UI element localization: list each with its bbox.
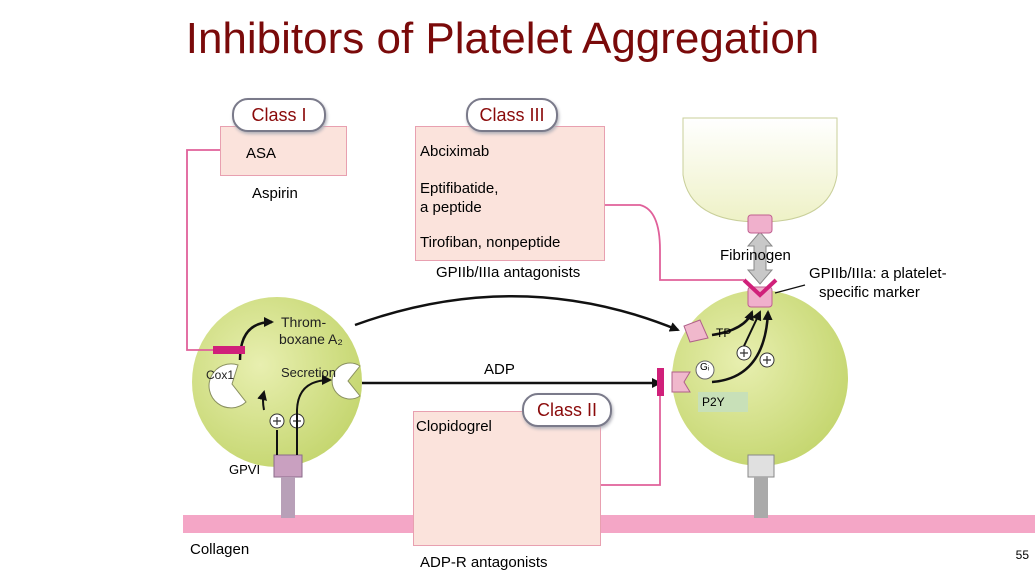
eptifibatide-subtitle: a peptide [420, 199, 482, 216]
asa-label: ASA [246, 145, 277, 162]
page-title: Inhibitors of Platelet Aggregation [185, 14, 820, 63]
aspirin-caption: Aspirin [252, 185, 298, 202]
adp-label: ADP [484, 361, 515, 378]
adp-r-antagonists-caption: ADP-R antagonists [420, 554, 548, 571]
class-i-badge: Class I [232, 98, 326, 132]
thromboxane-label-2: boxane A₂ [279, 331, 343, 347]
tp-receptor [683, 319, 709, 343]
class-ii-connector [600, 383, 661, 486]
gi-marker [695, 360, 715, 380]
thromboxane-to-tp-arrow [354, 294, 680, 332]
gpiib-antagonists-caption: GPIIb/IIIa antagonists [436, 264, 581, 281]
right-receptor [747, 454, 775, 478]
cox1-enzyme [208, 363, 247, 409]
marker-pointer-line [774, 284, 806, 294]
gpiib-receptor-top [747, 214, 773, 234]
clopidogrel-block-mark [657, 368, 664, 396]
tirofiban-label: Tirofiban, nonpeptide [420, 234, 561, 251]
p2y-label: P2Y [702, 395, 725, 409]
class-i-connector [186, 149, 230, 351]
class-iii-badge: Class III [466, 98, 558, 132]
thromboxane-label: Throm- [281, 314, 327, 330]
secretion-arrow [296, 375, 332, 455]
plus-to-receptor-arrow [743, 310, 762, 347]
class-ii-badge: Class II [522, 393, 612, 427]
secretion-label: Secretion [281, 365, 336, 380]
eptifibatide-label: Eptifibatide, [420, 180, 499, 197]
thromboxane-arrow [238, 317, 274, 361]
right-receptor-stalk [754, 477, 768, 518]
fibrinogen-label: Fibrinogen [720, 247, 791, 264]
gp-marker-label-2: specific marker [819, 284, 920, 301]
class-ii-box [413, 411, 601, 546]
tp-label: TP [716, 326, 732, 340]
secretion-site [331, 362, 361, 400]
collagen-band [183, 515, 1035, 533]
gp-marker-label: GPIIb/IIIa: a platelet- [809, 265, 947, 282]
fibrinogen-bridge [746, 231, 774, 285]
left-platelet [192, 297, 362, 467]
gpvi-receptor [273, 454, 303, 478]
gi-signal-arrow [711, 310, 773, 384]
collagen-label: Collagen [190, 541, 250, 558]
tp-signal-arrow [711, 310, 754, 337]
gpvi-stalk [281, 477, 295, 518]
abciximab-label: Abciximab [420, 143, 490, 160]
cox1-label: Cox1 [206, 368, 235, 382]
gpvi-label: GPVI [229, 462, 261, 477]
right-platelet [672, 290, 848, 466]
gi-label: Gᵢ [700, 362, 710, 373]
gpvi-signal-arrow [257, 390, 267, 411]
class-i-box [220, 126, 347, 176]
clopidogrel-label: Clopidogrel [416, 418, 492, 435]
class-iii-connector [603, 204, 744, 281]
aspirin-block-mark [213, 346, 245, 354]
p2y-label-bg [698, 392, 748, 412]
p2y-receptor [671, 371, 691, 393]
class-iii-box [415, 126, 605, 261]
gpiib-antagonist-mark [742, 278, 778, 298]
upper-platelet [682, 117, 838, 223]
page-number: 55 [1015, 548, 1029, 562]
